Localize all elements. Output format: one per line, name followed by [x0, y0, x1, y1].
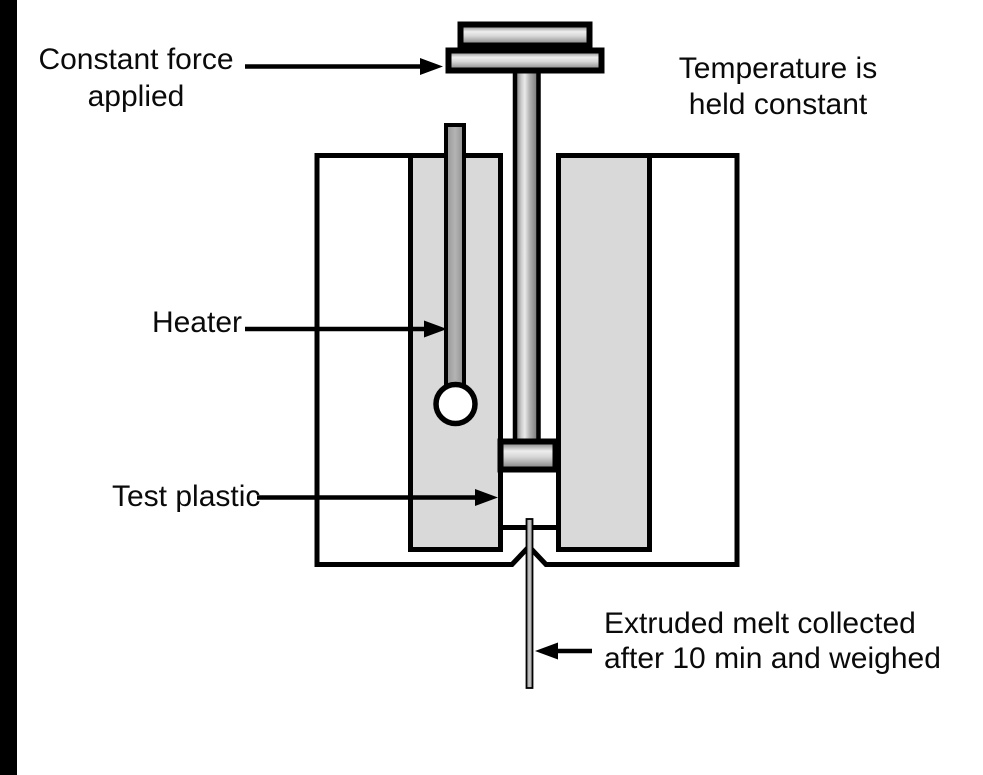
- piston-rod: [512, 66, 541, 447]
- label-constant-force-line2: applied: [87, 80, 185, 113]
- heater-block-right: [556, 153, 652, 552]
- label-extruded-melt-line2: after 10 min and weighed: [604, 642, 941, 675]
- arrow-extruded-head: [535, 642, 558, 660]
- thermometer-stem: [444, 123, 466, 393]
- weight-base-plate: [445, 47, 605, 74]
- annotation-arrowheads: [420, 58, 558, 660]
- label-temperature-line1: Temperature is: [678, 52, 878, 85]
- label-temperature-line2: held constant: [688, 88, 868, 121]
- label-heater: Heater: [151, 306, 242, 339]
- label-constant-force: Constant force applied: [16, 41, 256, 115]
- weight-top-block: [457, 21, 593, 49]
- left-black-bar: [0, 0, 17, 775]
- arrow-heater-head: [424, 320, 447, 338]
- thermometer-bulb: [433, 381, 478, 427]
- annotation-arrows: [245, 64, 592, 654]
- arrow-test-plastic-head: [475, 489, 498, 506]
- extruded-strand: [525, 518, 534, 689]
- label-extruded-melt: Extruded melt collected after 10 min and…: [604, 606, 949, 676]
- label-extruded-melt-line1: Extruded melt collected: [604, 607, 916, 640]
- label-temperature-constant: Temperature is held constant: [658, 51, 898, 123]
- piston-tip: [497, 438, 559, 473]
- label-constant-force-line1: Constant force: [38, 43, 234, 76]
- label-test-plastic: Test plastic: [112, 480, 261, 513]
- arrow-constant-force-head: [420, 58, 443, 75]
